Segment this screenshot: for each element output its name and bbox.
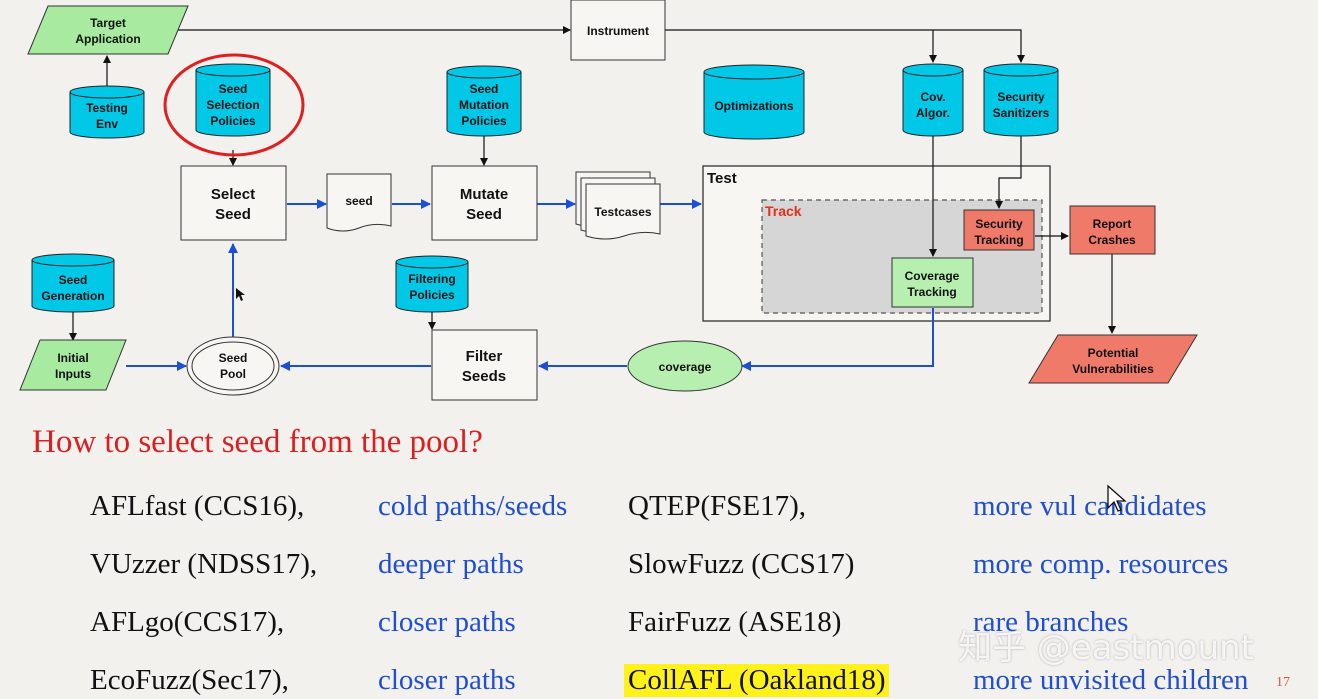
svg-text:Testing: Testing <box>86 101 128 115</box>
svg-text:Policies: Policies <box>210 114 256 128</box>
svg-text:Testcases: Testcases <box>594 205 651 219</box>
mutate-seed-node: Mutate Seed <box>431 165 538 241</box>
track-label: Track <box>765 203 802 219</box>
svg-text:Initial: Initial <box>57 351 88 365</box>
coverage-oval-node: coverage <box>627 340 743 392</box>
coverage-tracking-node: Coverage Tracking <box>891 257 974 308</box>
svg-text:Selection: Selection <box>206 98 259 112</box>
target-application-node: Target Application <box>27 5 189 55</box>
test-label: Test <box>707 170 737 187</box>
cov-algor-cylinder: Cov. Algor. <box>902 63 964 137</box>
svg-text:Sanitizers: Sanitizers <box>993 106 1050 120</box>
instrument-node: Instrument <box>570 0 666 61</box>
svg-text:Crashes: Crashes <box>1088 233 1136 247</box>
svg-text:Potential: Potential <box>1088 346 1139 360</box>
svg-text:Mutate: Mutate <box>460 186 508 203</box>
svg-text:Mutation: Mutation <box>459 98 509 112</box>
svg-text:Seed: Seed <box>466 206 502 223</box>
svg-text:Inputs: Inputs <box>55 367 91 381</box>
fuzzing-workflow-diagram: Test Track Target Application I <box>19 0 1198 401</box>
black-connectors <box>69 26 1116 341</box>
svg-text:Seed: Seed <box>215 206 251 223</box>
security-sanitizers-cylinder: Security Sanitizers <box>983 63 1059 137</box>
svg-text:Security: Security <box>997 90 1045 104</box>
seed-pool-node: Seed Pool <box>186 336 280 396</box>
svg-text:Cov.: Cov. <box>920 90 945 104</box>
svg-text:Report: Report <box>1093 217 1132 231</box>
seed-selection-policies-cylinder: Seed Selection Policies <box>195 63 271 137</box>
row-2-method: VUzzer (NDSS17), <box>90 548 318 580</box>
page-number: 17 <box>1276 675 1290 690</box>
row-4-method2-highlighted: CollAFL (Oakland18) <box>624 664 890 697</box>
svg-text:Filtering: Filtering <box>408 272 455 286</box>
initial-inputs-node: Initial Inputs <box>19 339 127 391</box>
row-3-method2: FairFuzz (ASE18) <box>628 606 842 638</box>
row-1-desc: cold paths/seeds <box>378 490 568 522</box>
svg-text:Seed: Seed <box>470 82 499 96</box>
filtering-policies-cylinder: Filtering Policies <box>395 255 469 313</box>
mouse-pointer-icon <box>236 288 245 301</box>
svg-text:Tracking: Tracking <box>974 233 1023 247</box>
svg-text:Optimizations: Optimizations <box>714 99 794 113</box>
row-4-desc: closer paths <box>378 664 516 696</box>
row-1-method: AFLfast (CCS16), <box>90 490 305 522</box>
svg-text:Application: Application <box>75 32 140 46</box>
row-4-desc2: more unvisited children <box>973 664 1249 696</box>
select-seed-node: Select Seed <box>180 165 287 241</box>
svg-text:Seed: Seed <box>59 273 88 287</box>
svg-text:Seed: Seed <box>219 82 248 96</box>
row-1-method2: QTEP(FSE17), <box>628 490 807 522</box>
svg-text:Env: Env <box>96 117 118 131</box>
svg-text:seed: seed <box>345 194 372 208</box>
highlight-circle <box>163 53 305 157</box>
security-tracking-node: Security Tracking <box>963 209 1035 251</box>
testcases-node: Testcases <box>575 171 661 240</box>
optimizations-cylinder: Optimizations <box>703 64 805 140</box>
svg-text:Coverage: Coverage <box>905 269 960 283</box>
mouse-cursor-icon <box>1107 484 1127 512</box>
svg-text:Tracking: Tracking <box>907 285 956 299</box>
row-4-method: EcoFuzz(Sec17), <box>90 664 289 696</box>
svg-text:Algor.: Algor. <box>916 106 950 120</box>
svg-text:Security: Security <box>975 217 1023 231</box>
seed-document-node: seed <box>326 173 392 232</box>
seed-mutation-policies-cylinder: Seed Mutation Policies <box>446 65 522 137</box>
svg-text:coverage: coverage <box>659 360 712 374</box>
row-2-method2: SlowFuzz (CCS17) <box>628 548 855 580</box>
svg-text:Pool: Pool <box>220 367 246 381</box>
row-2-desc2: more comp. resources <box>973 548 1229 580</box>
svg-text:Policies: Policies <box>461 114 507 128</box>
svg-text:Generation: Generation <box>41 289 104 303</box>
svg-text:Select: Select <box>211 186 255 203</box>
svg-text:Vulnerabilities: Vulnerabilities <box>1072 362 1154 376</box>
svg-text:Target: Target <box>90 16 126 30</box>
row-3-desc: closer paths <box>378 606 516 638</box>
row-3-method: AFLgo(CCS17), <box>90 606 285 638</box>
svg-text:Policies: Policies <box>409 288 455 302</box>
testing-env-cylinder: Testing Env <box>69 85 145 139</box>
potential-vulnerabilities-node: Potential Vulnerabilities <box>1028 334 1198 384</box>
blue-flow-arrows <box>126 199 934 371</box>
watermark: 知乎 @eastmount <box>958 628 1254 668</box>
svg-text:Instrument: Instrument <box>587 24 649 38</box>
row-2-desc: deeper paths <box>378 548 524 580</box>
seed-generation-cylinder: Seed Generation <box>31 253 115 313</box>
row-3-desc2: rare branches <box>973 606 1129 638</box>
row-1-desc2: more vul candidates <box>973 490 1207 522</box>
filter-seeds-node: Filter Seeds <box>431 329 538 401</box>
section-question: How to select seed from the pool? <box>32 424 483 460</box>
svg-text:Seed: Seed <box>219 351 248 365</box>
svg-text:Seeds: Seeds <box>462 368 506 385</box>
svg-text:Filter: Filter <box>466 348 503 365</box>
report-crashes-node: Report Crashes <box>1069 205 1156 255</box>
